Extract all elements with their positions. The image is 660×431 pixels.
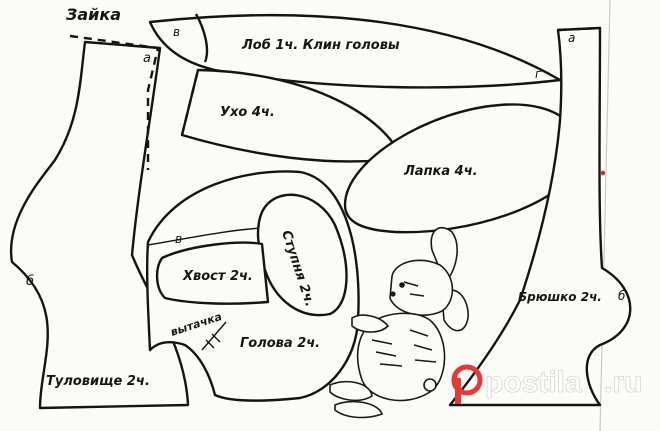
pattern-title: Зайка (65, 5, 121, 24)
watermark-logo-icon (451, 364, 483, 396)
marker-b-belly: б (618, 289, 626, 303)
marker-v-wedge: в (173, 25, 180, 39)
label-ear: Ухо 4ч. (220, 105, 275, 120)
paper-fold-line (599, 0, 611, 431)
label-belly: Брюшко 2ч. (518, 290, 602, 304)
label-tail: Хвост 2ч. (182, 269, 253, 284)
head-wedge-nose (194, 13, 209, 63)
red-dot-mark (600, 170, 606, 176)
marker-a-belly: а (568, 31, 575, 45)
dart-mark (201, 321, 227, 351)
body-open-edge (69, 34, 160, 170)
watermark: postila .ru (451, 364, 643, 404)
head-wedge-piece (148, 13, 562, 89)
belly-piece (448, 26, 632, 407)
marker-g-wedge: г (535, 67, 542, 81)
tail-piece (155, 241, 270, 305)
label-paw: Лапка 4ч. (403, 164, 478, 179)
label-head: Голова 2ч. (240, 336, 320, 351)
label-body: Туловище 2ч. (46, 374, 150, 389)
head-cut-line (147, 227, 263, 246)
watermark-brand-text: postila (485, 366, 582, 399)
watermark-tld-text: .ru (604, 366, 642, 399)
label-head-wedge: Лоб 1ч. Клин головы (241, 38, 400, 53)
body-piece (9, 40, 190, 410)
bunny-illustration (329, 226, 469, 419)
belly-open-edge (557, 26, 601, 32)
marker-a-body: а (143, 51, 151, 66)
watermark-logo-stem (455, 378, 461, 404)
ear-open-edge (180, 69, 200, 136)
marker-b-body: б (26, 274, 34, 289)
marker-v-head: в (175, 232, 182, 246)
